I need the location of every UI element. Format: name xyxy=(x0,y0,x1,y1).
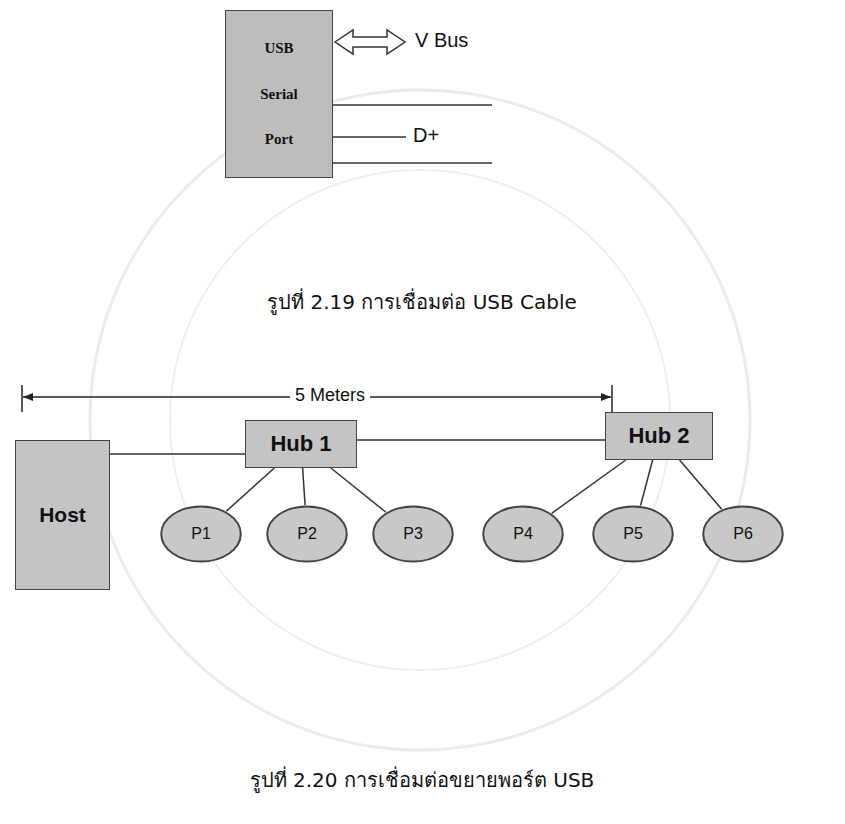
port-ellipse: P2 xyxy=(266,505,348,563)
dimension-tick xyxy=(611,385,613,412)
connector-line xyxy=(680,460,722,509)
connector-line xyxy=(226,468,274,511)
node-text: Hub 2 xyxy=(628,423,689,449)
connector-line xyxy=(357,439,605,441)
figure-caption: รูปที่ 2.19 การเชื่อมต่อ USB Cable xyxy=(267,286,577,318)
figure-caption: รูปที่ 2.20 การเชื่อมต่อขยายพอร์ต USB xyxy=(250,764,595,796)
signal-name: D+ xyxy=(413,124,439,147)
port-ellipse: P3 xyxy=(372,505,454,563)
node-text: USB xyxy=(264,40,293,57)
ellipse-shape xyxy=(267,506,347,561)
port-box: USB SerialPort xyxy=(225,10,333,178)
node-text: Port xyxy=(265,131,293,148)
ellipse-shape xyxy=(483,506,563,561)
connector-line xyxy=(641,460,653,505)
wire xyxy=(333,136,406,138)
node-text: P2 xyxy=(297,525,317,543)
hub-box: Hub 1 xyxy=(245,420,357,468)
node-text: Host xyxy=(39,503,86,527)
signal-name: V Bus xyxy=(415,29,468,52)
node-text: P4 xyxy=(513,525,533,543)
connector-line xyxy=(110,453,245,455)
double-arrow xyxy=(335,30,405,54)
wire xyxy=(333,162,492,164)
dimension-tick xyxy=(21,385,23,412)
watermark-ring xyxy=(90,90,750,750)
node-text: P5 xyxy=(623,525,643,543)
port-ellipse: P5 xyxy=(592,505,674,563)
connector-line xyxy=(303,468,305,505)
ellipse-shape xyxy=(703,506,783,561)
connector-line xyxy=(331,468,386,512)
ellipse-shape xyxy=(593,506,673,561)
port-ellipse: P4 xyxy=(482,505,564,563)
node-text: P6 xyxy=(733,525,753,543)
ellipse-shape xyxy=(161,506,241,561)
node-text: Hub 1 xyxy=(270,431,331,457)
ellipse-shape xyxy=(373,506,453,561)
port-ellipse: P1 xyxy=(160,505,242,563)
hub-box: Hub 2 xyxy=(605,412,713,460)
watermark-ring xyxy=(170,170,670,670)
node-text: Serial xyxy=(260,86,298,103)
wire xyxy=(333,104,492,106)
node-text: P1 xyxy=(191,525,211,543)
dimension-label: 5 Meters xyxy=(290,385,370,406)
connector-line xyxy=(552,460,626,513)
node-text: P3 xyxy=(403,525,423,543)
port-ellipse: P6 xyxy=(702,505,784,563)
host-box: Host xyxy=(15,440,110,590)
